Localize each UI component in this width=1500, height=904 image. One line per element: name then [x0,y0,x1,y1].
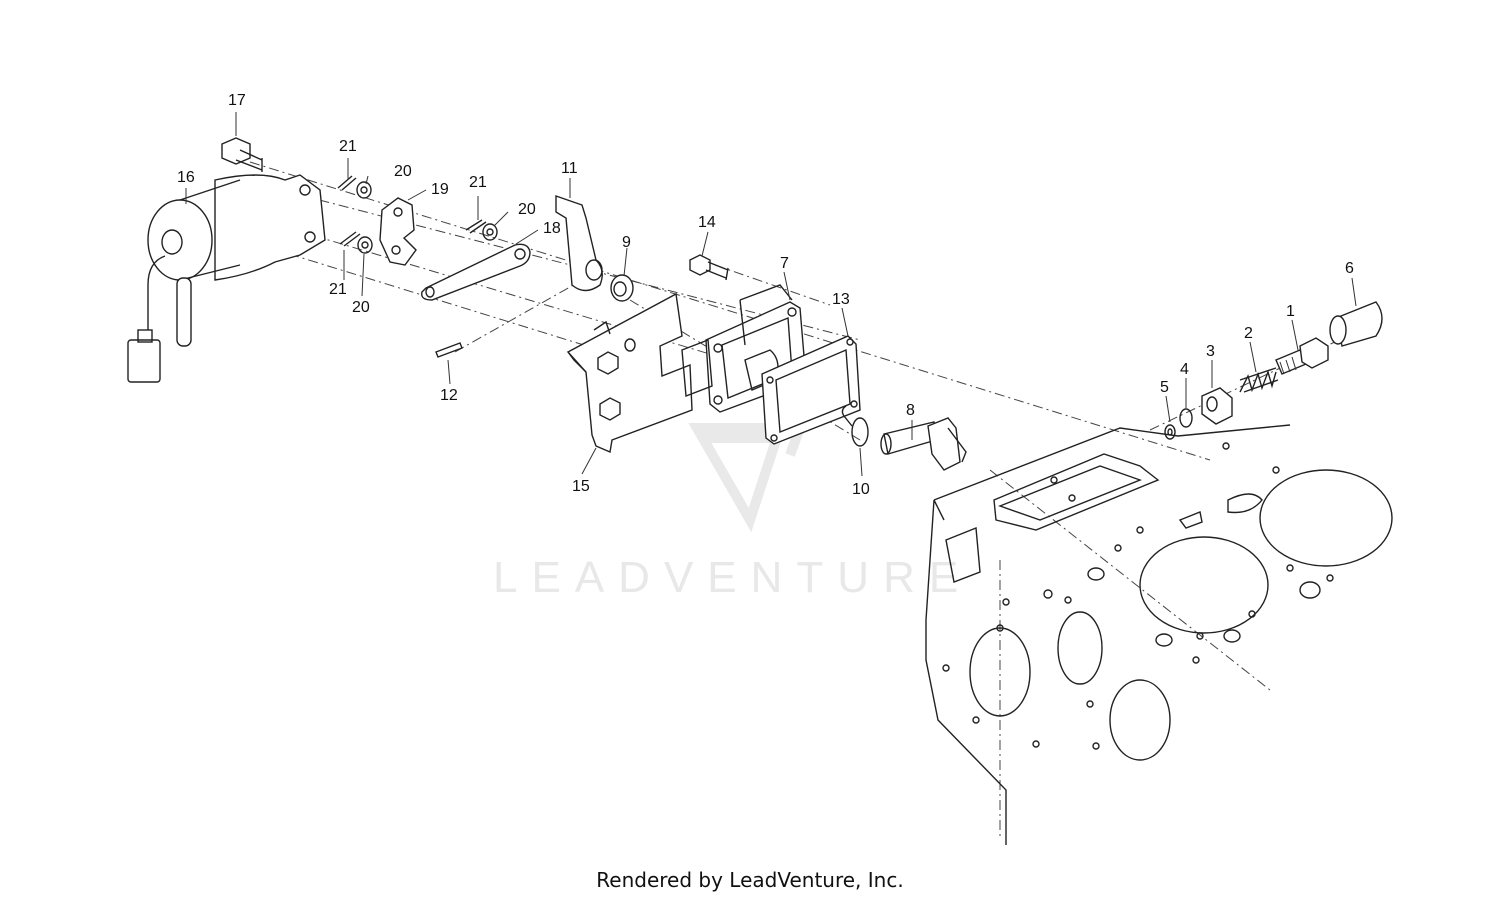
part-12-pin [435,342,463,358]
part-10-spring [841,405,869,447]
callout-20-middle: 20 [518,201,536,218]
callout-21-bottom-left: 21 [329,281,347,298]
engine-block-outline [925,424,1393,845]
assembly-centerlines [249,161,1361,840]
callout-20-top-left: 20 [394,163,412,180]
part-20-washer-middle [482,223,498,241]
part-8-shaft [880,417,967,471]
part-19-link-plate [379,197,417,266]
part-21-cotter-pin-middle [465,219,487,234]
callout-20-bottom-left: 20 [352,299,370,316]
callout-17: 17 [228,92,246,109]
callout-labels: 17 16 21 20 19 21 20 18 11 9 14 7 13 6 1… [177,92,1354,498]
footer-credit: Rendered by LeadVenture, Inc. [596,868,904,892]
watermark-text: LEADVENTURE [493,553,972,602]
callout-1: 1 [1286,303,1295,320]
callout-4: 4 [1180,361,1189,378]
callout-3: 3 [1206,343,1215,360]
part-15-bracket-plate [566,292,693,453]
watermark: LEADVENTURE [493,423,972,602]
callout-14: 14 [698,214,716,231]
part-16-solenoid [127,174,326,383]
callout-8: 8 [906,402,915,419]
part-1-adjusting-screw [1275,337,1329,375]
part-5-washer [1164,424,1176,440]
part-18-rod-link [421,243,531,301]
callout-21-top-left: 21 [339,138,357,155]
part-6-cap [1329,301,1383,347]
callout-18: 18 [543,220,561,237]
part-11-lever [555,195,603,292]
part-21-cotter-pin-upper [337,175,357,191]
part-9-bushing [610,274,634,302]
part-3-nut [1201,387,1233,425]
callout-5: 5 [1160,379,1169,396]
callout-9: 9 [622,234,631,251]
callout-15: 15 [572,478,590,495]
callout-16: 16 [177,169,195,186]
part-14-bolt [689,254,729,281]
part-2-spring [1239,367,1279,393]
callout-10: 10 [852,481,870,498]
part-20-washer-lower [357,236,373,254]
callout-6: 6 [1345,260,1354,277]
callout-11: 11 [561,160,578,177]
callout-21-middle: 21 [469,174,487,191]
callout-7: 7 [780,255,789,272]
callout-19: 19 [431,181,449,198]
callout-12: 12 [440,387,458,404]
part-17-bolt [221,137,263,172]
part-20-washer-upper [356,181,372,199]
callout-13: 13 [832,291,850,308]
leader-lines [185,112,1357,477]
callout-2: 2 [1244,325,1253,342]
watermark-logo-icon [688,423,808,533]
part-4-o-ring [1179,408,1193,428]
part-21-cotter-pin-lower [339,231,361,247]
